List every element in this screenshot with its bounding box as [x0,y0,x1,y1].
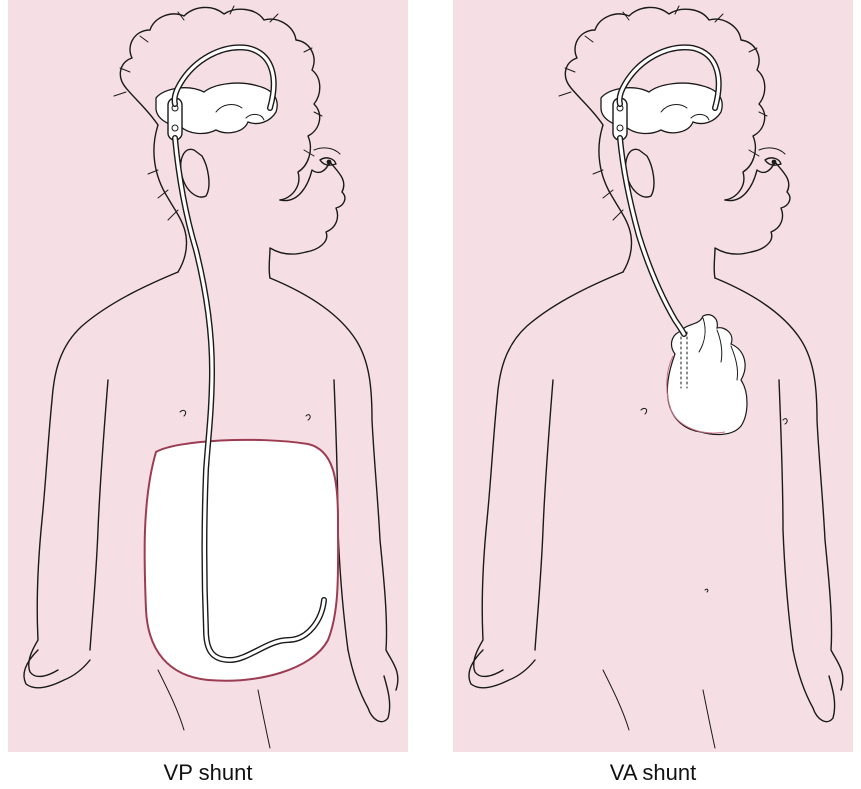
vp-shunt-illustration [8,0,408,752]
left-arm-inner [90,380,108,650]
left-hand [469,650,535,688]
child-face [269,162,345,278]
child-face [714,162,790,278]
eyebrow [759,148,785,154]
right-arm-inner [779,380,793,650]
va-shunt-illustration [453,0,853,752]
nipple-right [306,415,310,420]
vp-shunt-caption: VP shunt [8,760,408,786]
pupil [772,160,777,165]
nipple-left [641,408,647,414]
eyebrow [314,148,340,154]
left-hand [24,650,90,688]
right-hand [348,650,390,722]
pupil [327,160,332,165]
nipple-right [783,419,787,424]
nipple-left [180,410,186,416]
ear [181,149,209,197]
child-body-right [715,278,843,690]
navel [705,589,708,592]
vp-shunt-drawing [8,0,408,752]
heart [667,315,747,435]
peritoneal-cavity [145,440,339,681]
right-hand [793,650,835,722]
child-body [474,272,623,676]
left-arm-inner [535,380,553,650]
va-shunt-caption: VA shunt [453,760,853,786]
hip-lines [603,670,715,748]
va-shunt-drawing [453,0,853,752]
hip-lines [158,670,270,748]
